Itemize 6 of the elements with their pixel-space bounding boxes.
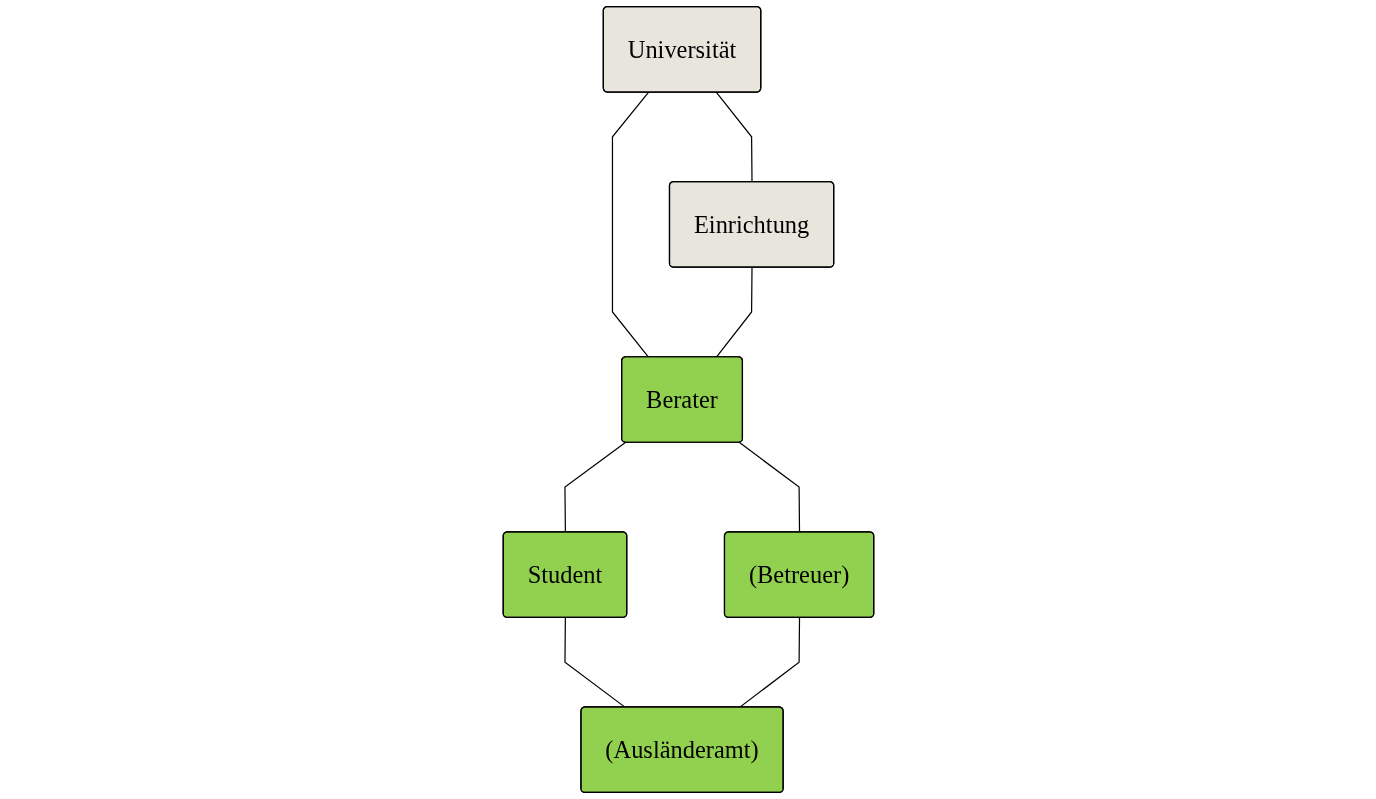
connector [738, 441, 800, 533]
connector [563, 617, 626, 708]
connector [563, 441, 626, 533]
connector [715, 266, 753, 358]
connector [611, 91, 649, 358]
connector [715, 91, 753, 183]
